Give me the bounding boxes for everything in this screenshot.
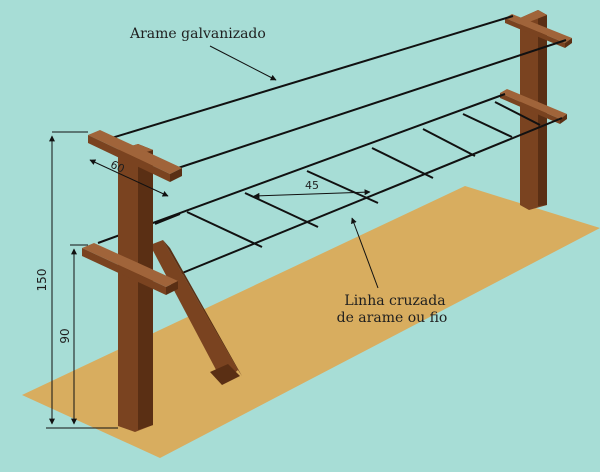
dimension-60-label: 60 <box>108 158 126 176</box>
cross-line-label-1: Linha cruzada <box>344 293 445 309</box>
ground-area <box>22 186 600 458</box>
cross-line <box>154 213 181 225</box>
cross-line <box>371 147 434 179</box>
cross-line <box>186 211 263 248</box>
cross-line <box>244 192 319 228</box>
front-lower-crossarm <box>82 243 178 295</box>
top-wire-left <box>104 15 514 141</box>
cross-line <box>494 101 541 126</box>
dimension-45-label: 45 <box>305 179 319 192</box>
dimension-90: 90 <box>58 244 88 425</box>
galvanized-wire-callout: Arame galvanizado <box>129 26 277 81</box>
dimension-45: 45 <box>253 179 371 199</box>
dimension-150: 150 <box>35 131 118 429</box>
cross-line-callout: Linha cruzada de arame ou fio <box>337 217 448 326</box>
dimension-60: 60 <box>89 158 169 197</box>
galvanized-wire-label: Arame galvanizado <box>129 26 266 42</box>
dimension-90-label: 90 <box>58 328 72 343</box>
cross-line-label-2: de arame ou fio <box>337 310 448 326</box>
cross-line <box>422 128 476 157</box>
back-lower-crossarm <box>500 89 567 124</box>
lower-wire-left <box>97 93 506 244</box>
front-brace <box>150 240 242 385</box>
top-wire-right <box>171 39 567 171</box>
dimension-150-label: 150 <box>35 269 49 292</box>
cross-line <box>462 113 513 138</box>
back-top-crossarm <box>505 14 572 48</box>
